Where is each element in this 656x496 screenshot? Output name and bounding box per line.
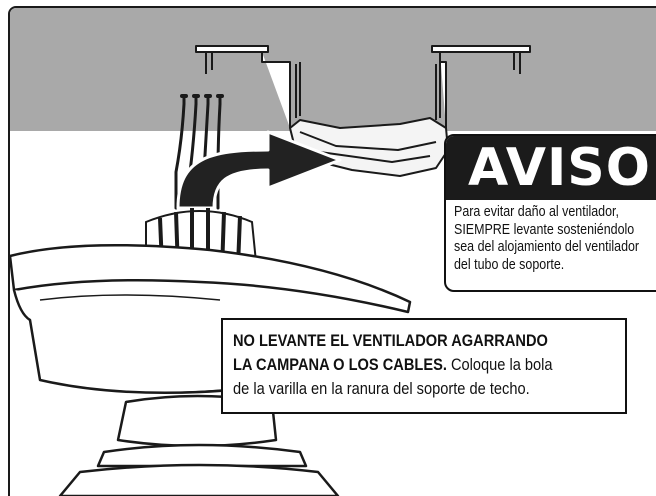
instruction-line-3: de la varilla en la ranura del soporte d… xyxy=(233,379,530,398)
warning-text: Para evitar daño al ventilador, SIEMPRE … xyxy=(454,204,656,274)
instruction-text: NO LEVANTE EL VENTILADOR AGARRANDO LA CA… xyxy=(233,329,611,401)
warning-header: AVISO xyxy=(446,136,656,200)
instruction-line-1: NO LEVANTE EL VENTILADOR AGARRANDO xyxy=(233,329,611,353)
instruction-line-2: LA CAMPANA O LOS CABLES. Coloque la bola xyxy=(233,353,611,377)
warning-line: sea del alojamiento del ventilador xyxy=(454,239,640,255)
instruction-box: NO LEVANTE EL VENTILADOR AGARRANDO LA CA… xyxy=(221,318,627,414)
instruction-rest-2: Coloque la bola xyxy=(446,355,553,374)
warning-title: AVISO xyxy=(468,138,651,198)
warning-line: Para evitar daño al ventilador, xyxy=(454,204,619,220)
warning-box: AVISO Para evitar daño al ventilador, SI… xyxy=(444,134,656,292)
instruction-bold-2: LA CAMPANA O LOS CABLES. xyxy=(233,355,447,374)
warning-line: SIEMPRE levante sosteniéndolo xyxy=(454,221,635,238)
instruction-bold-1: NO LEVANTE EL VENTILADOR AGARRANDO xyxy=(233,331,548,350)
ceiling-area xyxy=(10,8,656,131)
warning-line: del tubo de soporte. xyxy=(454,256,565,273)
move-arrow-icon xyxy=(176,130,342,210)
